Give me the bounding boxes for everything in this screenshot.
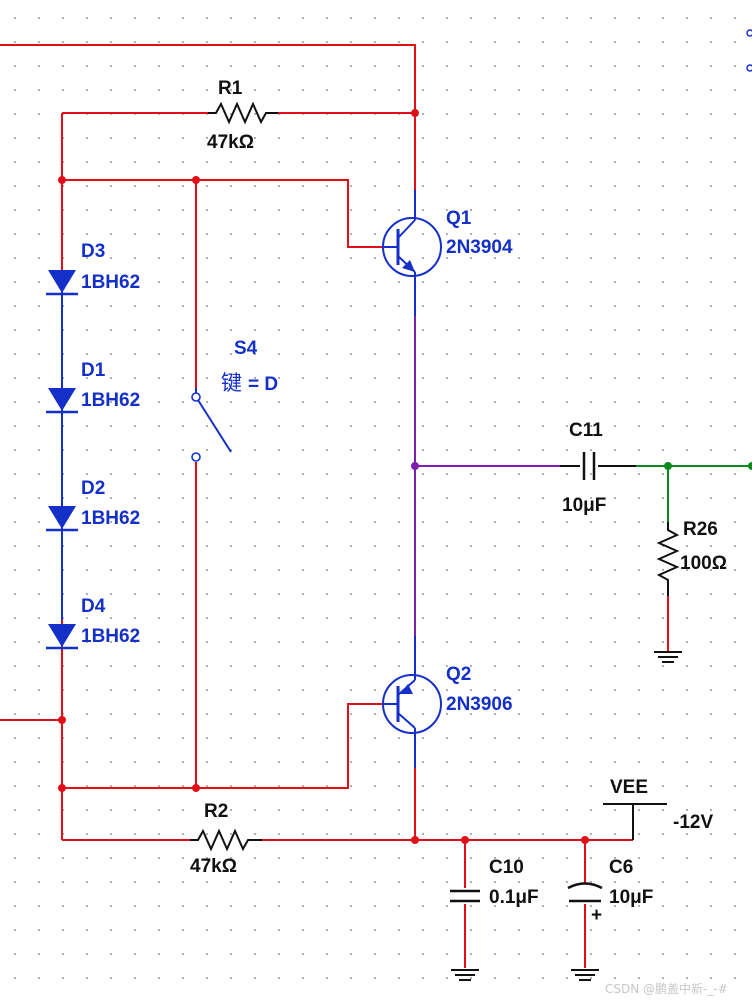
c10-value: 0.1μF (489, 887, 539, 908)
s4-key-label: 键 (221, 371, 242, 395)
c11-value: 10μF (562, 495, 606, 516)
c11-ref: C11 (569, 420, 603, 441)
vee-value: -12V (673, 812, 713, 833)
vee-ref: VEE (610, 777, 648, 798)
capacitor-c6[interactable] (567, 882, 603, 903)
q1-ref: Q1 (446, 208, 472, 229)
d2-value: 1BH62 (81, 508, 140, 529)
r2-value: 47kΩ (190, 856, 237, 877)
ground-icon (571, 969, 599, 981)
ground-icon (654, 651, 682, 663)
green-wires (604, 465, 752, 522)
r26-ref: R26 (683, 519, 718, 540)
d3-ref: D3 (81, 241, 105, 262)
c6-value: 10μF (609, 887, 653, 908)
d4-value: 1BH62 (81, 626, 140, 647)
c6-ref: C6 (609, 857, 633, 878)
s4-key-value: = D (248, 374, 278, 395)
q2-ref: Q2 (446, 664, 471, 685)
switch-s4[interactable] (191, 392, 232, 462)
r26-value: 100Ω (680, 553, 727, 574)
watermark: CSDN @鹏盖中新-_-# (605, 981, 728, 996)
diode-d1[interactable] (46, 388, 78, 414)
purple-wires (414, 316, 560, 636)
r1-value: 47kΩ (207, 132, 254, 153)
s4-ref: S4 (234, 338, 258, 359)
d1-value: 1BH62 (81, 390, 140, 411)
q2-value: 2N3906 (446, 694, 513, 715)
c6-polarity: + (591, 905, 602, 926)
transistor-q1[interactable] (382, 217, 442, 277)
connector-icon[interactable] (746, 29, 752, 37)
q1-value: 2N3904 (446, 237, 513, 258)
transistor-q2[interactable] (382, 674, 442, 734)
vee-supply[interactable] (603, 803, 667, 840)
resistor-r1[interactable] (208, 101, 278, 125)
capacitor-c10[interactable] (450, 889, 480, 903)
connector-icon[interactable] (746, 64, 752, 72)
resistor-r2[interactable] (190, 828, 262, 852)
resistor-r26[interactable] (656, 522, 680, 596)
capacitor-c11[interactable] (560, 452, 636, 480)
r2-ref: R2 (204, 801, 228, 822)
d1-ref: D1 (81, 360, 106, 381)
component-leads (61, 190, 416, 768)
r1-ref: R1 (218, 78, 243, 99)
diode-d3[interactable] (46, 270, 78, 296)
d2-ref: D2 (81, 478, 105, 499)
d4-ref: D4 (81, 596, 106, 617)
diode-d2[interactable] (46, 506, 78, 532)
diode-d4[interactable] (46, 624, 78, 650)
c10-ref: C10 (489, 857, 524, 878)
ground-icon (451, 969, 479, 981)
d3-value: 1BH62 (81, 272, 140, 293)
junctions (58, 109, 752, 844)
